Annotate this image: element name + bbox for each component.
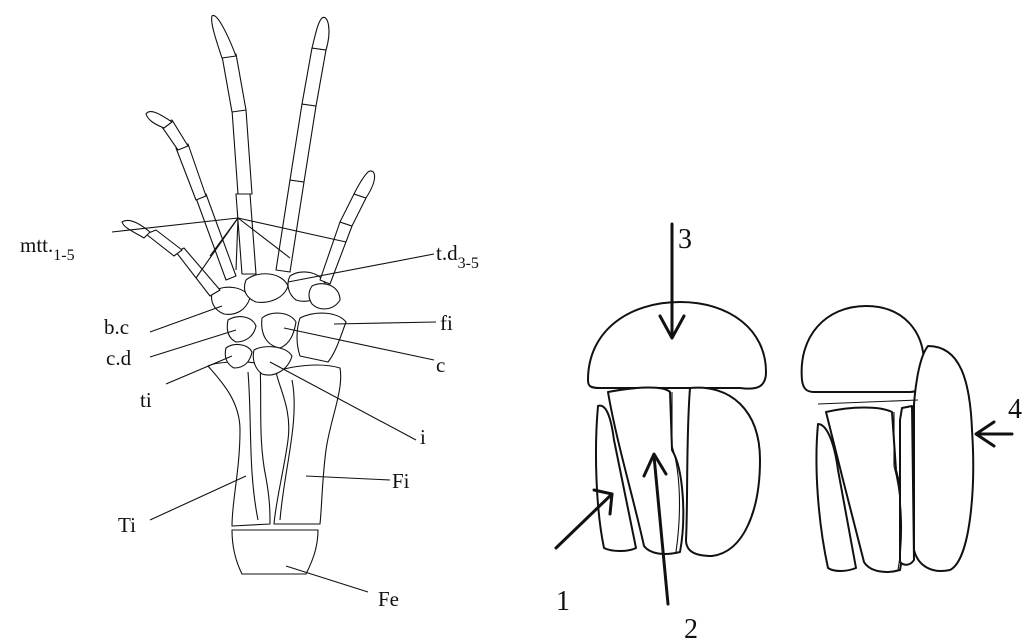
- label-ti: ti: [140, 388, 152, 412]
- digit-4-phalanx-2: [302, 48, 326, 106]
- label-Fe: Fe: [378, 587, 399, 611]
- arrow-label-1: 1: [556, 586, 570, 617]
- label-td: t.d3-5: [436, 241, 479, 272]
- label-Fi: Fi: [392, 469, 410, 493]
- tarsal-distal-c: [309, 284, 340, 309]
- label-cd: c.d: [106, 346, 132, 370]
- schematic-right-group: [802, 306, 974, 572]
- digit-3-phalanx-3: [212, 15, 236, 58]
- tarsal-cd: [227, 317, 256, 342]
- tarsal-distal-a: [244, 274, 288, 303]
- tarsal-fibulare: [297, 313, 346, 362]
- block-right-left: [686, 388, 760, 556]
- foot-skeleton: [122, 15, 375, 574]
- block-top-cap-right: [802, 306, 924, 392]
- block-top-cap-left: [588, 302, 766, 389]
- tarsal-centrale: [262, 313, 296, 348]
- digit-5-phalanx-2: [354, 171, 375, 198]
- digit-3-metatarsal: [236, 194, 256, 274]
- femur-bone: [232, 530, 318, 574]
- label-fi: fi: [440, 311, 453, 335]
- digit-4-phalanx-3: [312, 17, 329, 50]
- digit-2-phalanx-3: [146, 112, 172, 128]
- digit-5-phalanx-1: [340, 194, 366, 226]
- label-mtt: mtt.1-5: [20, 233, 75, 264]
- digit-1-metatarsal: [176, 248, 220, 296]
- arrow-label-3: 3: [678, 224, 692, 255]
- fibula-bone: [274, 365, 341, 524]
- arrow-label-2: 2: [684, 614, 698, 642]
- tibia-bone: [208, 362, 270, 526]
- label-bc: b.c: [104, 315, 129, 339]
- digit-2-metatarsal: [196, 194, 236, 280]
- digit-3-phalanx-1: [232, 110, 252, 194]
- block-inner-right: [900, 406, 914, 565]
- block-step-line: [818, 400, 918, 404]
- digit-3-phalanx-2: [222, 54, 246, 112]
- schematic-left-group: [588, 302, 766, 556]
- label-c: c: [436, 353, 445, 377]
- digit-1-phalanx-1: [146, 230, 182, 256]
- digit-4-phalanx-1: [290, 104, 316, 182]
- label-Ti: Ti: [118, 513, 136, 537]
- label-i: i: [420, 425, 426, 449]
- digit-2-phalanx-1: [176, 144, 206, 200]
- block-tall-right: [914, 346, 973, 571]
- digit-4-metatarsal: [276, 180, 304, 272]
- arrow-label-4: 4: [1008, 394, 1022, 425]
